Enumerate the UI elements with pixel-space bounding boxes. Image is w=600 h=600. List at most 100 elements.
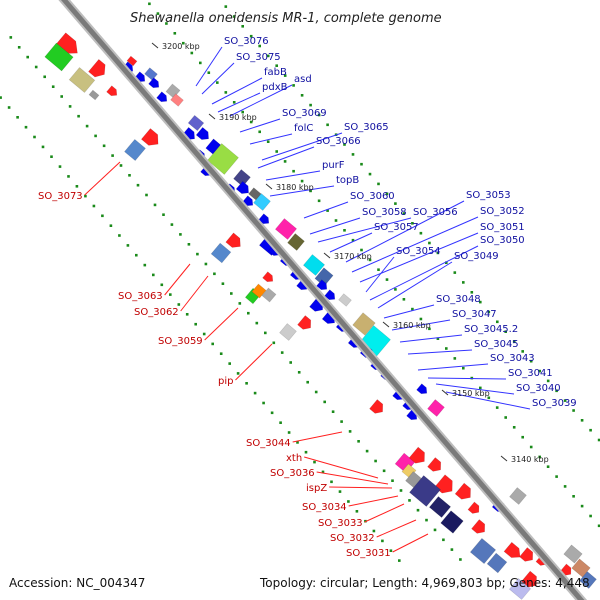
guide-dot	[216, 81, 219, 84]
guide-dot	[128, 174, 131, 177]
guide-dot	[411, 307, 414, 311]
guide-dot	[416, 508, 420, 512]
gene-label-bottom: SO_3062	[134, 307, 179, 318]
guide-dot	[230, 292, 233, 295]
guide-dot	[275, 150, 278, 153]
guide-dot	[94, 134, 97, 138]
guide-dot	[60, 95, 63, 98]
tick-mark	[151, 42, 159, 49]
guide-dot	[275, 64, 278, 67]
guide-dot	[538, 455, 541, 459]
gene-label-top: fabB	[264, 67, 287, 78]
guide-dot	[330, 480, 333, 484]
gene-feature	[434, 474, 453, 494]
guide-dot	[196, 252, 199, 256]
guide-dot	[372, 529, 376, 533]
guide-dot	[360, 248, 363, 252]
guide-dot	[219, 352, 223, 355]
guide-dot	[77, 114, 80, 118]
gene-feature	[440, 510, 464, 534]
leader-line	[427, 377, 507, 380]
gene-feature	[88, 58, 106, 78]
guide-dot	[177, 303, 181, 306]
guide-dot	[148, 2, 151, 6]
guide-dot	[411, 222, 414, 225]
gene-feature	[235, 180, 249, 194]
gene-label-bottom: SO_3073	[38, 191, 83, 202]
guide-dot	[529, 445, 533, 449]
guide-dot	[24, 125, 28, 129]
gene-label-top: SO_3053	[466, 190, 511, 201]
gene-label-bottom: xth	[286, 453, 302, 464]
gene-feature	[170, 93, 184, 107]
leader-line	[249, 133, 293, 145]
gene-label-top: SO_3040	[516, 383, 561, 394]
gene-feature	[207, 143, 239, 175]
leader-line	[399, 334, 463, 343]
guide-dot	[589, 514, 592, 518]
guide-dot	[169, 293, 172, 296]
guide-dot	[300, 94, 304, 97]
leader-line	[317, 217, 412, 243]
guide-dot	[555, 389, 558, 393]
guide-dot	[538, 369, 541, 373]
gene-label-bottom: SO_3059	[158, 336, 203, 347]
guide-dot	[187, 243, 191, 246]
guide-dot	[283, 160, 287, 163]
guide-dot	[445, 261, 448, 264]
guide-dot	[389, 549, 393, 552]
guide-dot	[306, 380, 309, 384]
gene-feature	[287, 233, 305, 251]
guide-dot	[270, 411, 274, 415]
gene-feature	[302, 254, 326, 276]
gene-feature	[369, 399, 384, 414]
guide-dot	[436, 337, 440, 340]
gene-feature	[324, 289, 336, 301]
guide-dot	[0, 96, 2, 99]
guide-dot	[419, 231, 423, 235]
guide-dot	[450, 548, 454, 551]
guide-dot	[109, 224, 113, 227]
guide-dot	[182, 41, 185, 45]
guide-dot	[143, 263, 147, 267]
guide-dot	[185, 313, 189, 316]
gene-feature	[519, 547, 534, 562]
leader-line	[164, 263, 191, 296]
guide-dot	[68, 105, 72, 108]
guide-dot	[135, 253, 138, 257]
guide-dot	[253, 391, 257, 395]
guide-dot	[399, 489, 403, 492]
guide-dot	[232, 15, 236, 18]
guide-dot	[394, 288, 397, 291]
guide-dot	[377, 268, 380, 271]
gene-feature	[106, 85, 118, 97]
gene-label-top: SO_3045.2	[464, 324, 518, 335]
guide-dot	[249, 34, 253, 38]
gene-feature	[279, 323, 297, 341]
guide-dot	[9, 36, 13, 39]
gene-feature	[126, 55, 138, 67]
gene-feature	[338, 293, 352, 307]
leader-line	[345, 200, 465, 263]
tick-mark	[382, 321, 390, 328]
guide-dot	[368, 172, 372, 176]
guide-dot	[419, 317, 423, 321]
guide-dot	[572, 409, 575, 412]
guide-dot	[224, 5, 228, 8]
leader-line	[369, 245, 479, 301]
guide-dot	[428, 327, 431, 331]
guide-dot	[85, 124, 89, 128]
gene-label-top: purF	[322, 160, 345, 171]
gene-label-bottom: SO_3032	[330, 533, 375, 544]
gene-feature	[509, 487, 527, 505]
leader-line	[180, 275, 209, 312]
leader-line	[229, 84, 293, 117]
guide-dot	[442, 538, 445, 542]
guide-dot	[589, 428, 592, 432]
guide-dot	[145, 193, 148, 197]
gene-label-top: SO_3060	[350, 191, 395, 202]
leader-line	[376, 519, 417, 538]
guide-dot	[84, 194, 87, 198]
guide-dot	[377, 182, 380, 186]
